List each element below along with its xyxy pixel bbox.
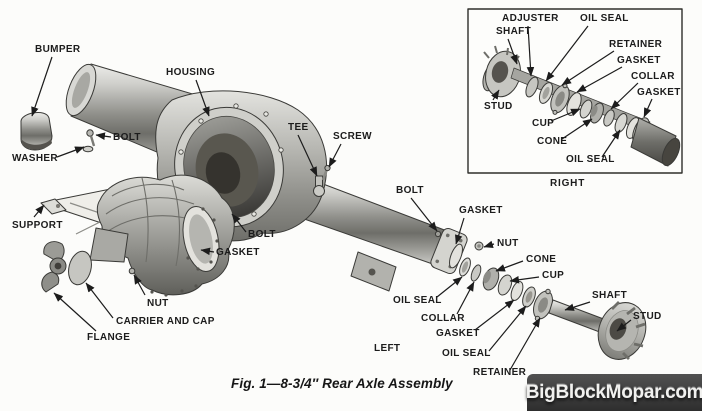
carrier-and-cap-part	[41, 174, 235, 297]
leader-tee	[297, 134, 318, 177]
leader-oil-seal-right-1	[436, 276, 463, 298]
label-oil-seal-right-1: OIL SEAL	[393, 295, 442, 306]
leader-collar-right	[456, 281, 475, 315]
figure-caption: Fig. 1—8-3/4″ Rear Axle Assembly	[231, 376, 453, 391]
label-cup-inset: CUP	[532, 118, 555, 129]
label-oil-seal-right-2: OIL SEAL	[442, 348, 491, 359]
label-gasket-inset-2: GASKET	[637, 87, 681, 98]
label-collar-right: COLLAR	[421, 313, 465, 324]
leader-bolt-bumper	[95, 132, 112, 140]
label-nut-carrier: NUT	[147, 298, 169, 309]
label-nut-right: NUT	[497, 238, 519, 249]
leader-retainer-right	[509, 317, 541, 371]
leader-gasket-inset-2	[643, 98, 653, 118]
leader-bolt-shaft-right	[410, 197, 438, 232]
leader-gasket-flange-right	[455, 217, 465, 245]
label-shaft-inset: SHAFT	[496, 26, 532, 37]
label-flange: FLANGE	[87, 332, 131, 343]
label-stud-inset: STUD	[484, 101, 513, 112]
label-screw: SCREW	[333, 131, 372, 142]
leader-cup-inset	[550, 108, 581, 122]
label-shaft-right: SHAFT	[592, 290, 628, 301]
label-stud-right: STUD	[633, 311, 662, 322]
watermark: BigBlockMopar.com	[526, 374, 702, 411]
label-tee: TEE	[288, 122, 309, 133]
leader-oil-seal-right-2	[488, 305, 527, 352]
leader-gasket-housing	[200, 247, 215, 256]
label-gasket-shaft-right: GASKET	[436, 328, 480, 339]
leader-shaft-inset	[507, 38, 518, 65]
label-oil-seal-inset-1: OIL SEAL	[580, 13, 629, 24]
leader-stud-inset	[491, 89, 500, 101]
leader-oil-seal-inset-1	[545, 25, 589, 82]
leader-stud-right	[616, 319, 632, 332]
flange-bolt-part	[434, 230, 442, 238]
leader-cone-inset	[561, 118, 593, 140]
label-housing: HOUSING	[166, 67, 216, 78]
leader-support	[33, 204, 45, 218]
tee-screw-part	[313, 164, 331, 197]
leader-collar-inset	[610, 82, 639, 110]
leader-cup-right	[509, 276, 540, 284]
leader-bumper	[31, 56, 53, 117]
hub-studs-part	[611, 301, 646, 360]
label-right-caption: RIGHT	[550, 178, 586, 189]
leader-carrier-and-cap	[85, 282, 114, 319]
leader-screw	[328, 143, 342, 168]
label-oil-seal-inset-2: OIL SEAL	[566, 154, 615, 165]
label-bolt-housing: BOLT	[248, 229, 276, 240]
main-assembly-drawing	[20, 8, 683, 360]
leader-oil-seal-inset-2	[601, 129, 621, 158]
label-cone-inset: CONE	[537, 136, 568, 147]
label-carrier-and-cap: CARRIER AND CAP	[116, 316, 215, 327]
label-bolt-shaft-right: BOLT	[396, 185, 424, 196]
label-retainer-right: RETAINER	[473, 367, 527, 378]
leader-gasket-inset-1	[576, 66, 623, 93]
leader-nut-right	[483, 240, 495, 249]
label-support: SUPPORT	[12, 220, 63, 231]
label-gasket-flange-right: GASKET	[459, 205, 503, 216]
label-bolt-bumper: BOLT	[113, 132, 141, 143]
leader-retainer-inset	[561, 50, 615, 86]
inset-right-shaft-drawing	[467, 8, 683, 174]
label-cup-right: CUP	[542, 270, 565, 281]
leader-housing	[195, 79, 210, 117]
label-adjuster: ADJUSTER	[502, 13, 559, 24]
leader-flange	[53, 292, 97, 332]
leader-lines	[31, 25, 653, 371]
label-collar-inset: COLLAR	[631, 71, 675, 82]
label-gasket-inset-1: GASKET	[617, 55, 661, 66]
label-left: LEFT	[374, 343, 401, 354]
label-washer: WASHER	[12, 153, 58, 164]
leader-adjuster	[526, 25, 535, 77]
carrier-nut-part	[128, 267, 136, 275]
leader-nut-carrier	[133, 274, 146, 296]
label-retainer-inset: RETAINER	[609, 39, 663, 50]
leader-washer	[56, 146, 85, 158]
label-cone-right: CONE	[526, 254, 557, 265]
leader-bolt-housing	[231, 213, 247, 233]
label-bumper: BUMPER	[35, 44, 81, 55]
leader-shaft-right	[564, 301, 591, 311]
leader-cone-right	[495, 260, 524, 272]
label-gasket-housing: GASKET	[216, 247, 260, 258]
leader-gasket-shaft-right	[474, 299, 515, 331]
